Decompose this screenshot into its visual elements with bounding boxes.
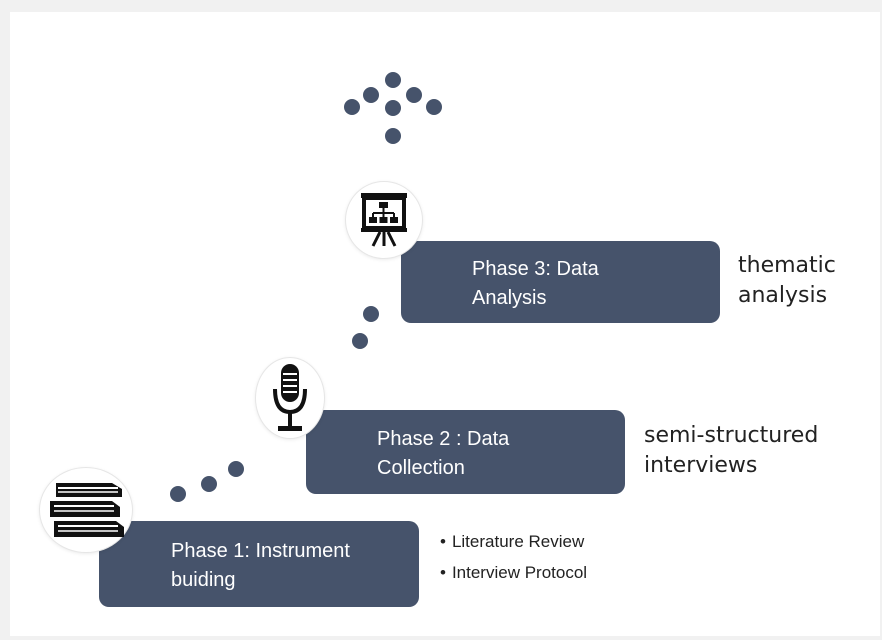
arrow-dot — [344, 99, 360, 115]
phase-3-side-text: thematic analysis — [738, 251, 836, 311]
phase-2-side-text: semi-structured interviews — [644, 421, 818, 481]
connector-dot — [352, 333, 368, 349]
phase-3-side-line-1: thematic — [738, 253, 836, 278]
books-icon — [50, 483, 124, 537]
phase-3-side-line-2: analysis — [738, 283, 828, 308]
phase-3-icon-circle — [346, 182, 422, 258]
phase-2-icon-circle — [256, 358, 324, 438]
phase-2-side-line-2: interviews — [644, 453, 758, 478]
presentation-board-icon — [361, 193, 407, 247]
phase-1-box: Phase 1: Instrument buiding — [99, 521, 419, 607]
microphone-icon — [273, 364, 307, 431]
arrow-dot — [406, 87, 422, 103]
connector-dot — [363, 306, 379, 322]
arrow-dot — [426, 99, 442, 115]
phase-2-box: Phase 2 : Data Collection — [306, 410, 625, 494]
phase-1-details: Literature Review Interview Protocol — [440, 526, 587, 588]
arrow-dot — [385, 72, 401, 88]
phase-3-title-line-2: Analysis — [472, 287, 547, 309]
phase-1-title-line-1: Phase 1: Instrument — [171, 540, 350, 562]
phase-1-icon-circle — [40, 468, 132, 552]
phase-3-box: Phase 3: Data Analysis — [401, 241, 720, 323]
phase-1-title-line-2: buiding — [171, 569, 236, 591]
arrow-dot — [385, 128, 401, 144]
detail-item: Literature Review — [440, 526, 587, 557]
arrow-dot — [385, 100, 401, 116]
phase-3-title-line-1: Phase 3: Data — [472, 258, 599, 280]
phase-2-title-line-2: Collection — [377, 457, 465, 479]
phase-2-title-line-1: Phase 2 : Data — [377, 428, 510, 450]
connector-dot — [228, 461, 244, 477]
detail-item: Interview Protocol — [440, 557, 587, 588]
connector-dot — [170, 486, 186, 502]
connector-dot — [201, 476, 217, 492]
diagram-canvas: Phase 3: Data Analysis thematic analysis… — [10, 12, 880, 636]
phase-2-side-line-1: semi-structured — [644, 423, 819, 448]
arrow-dot — [363, 87, 379, 103]
